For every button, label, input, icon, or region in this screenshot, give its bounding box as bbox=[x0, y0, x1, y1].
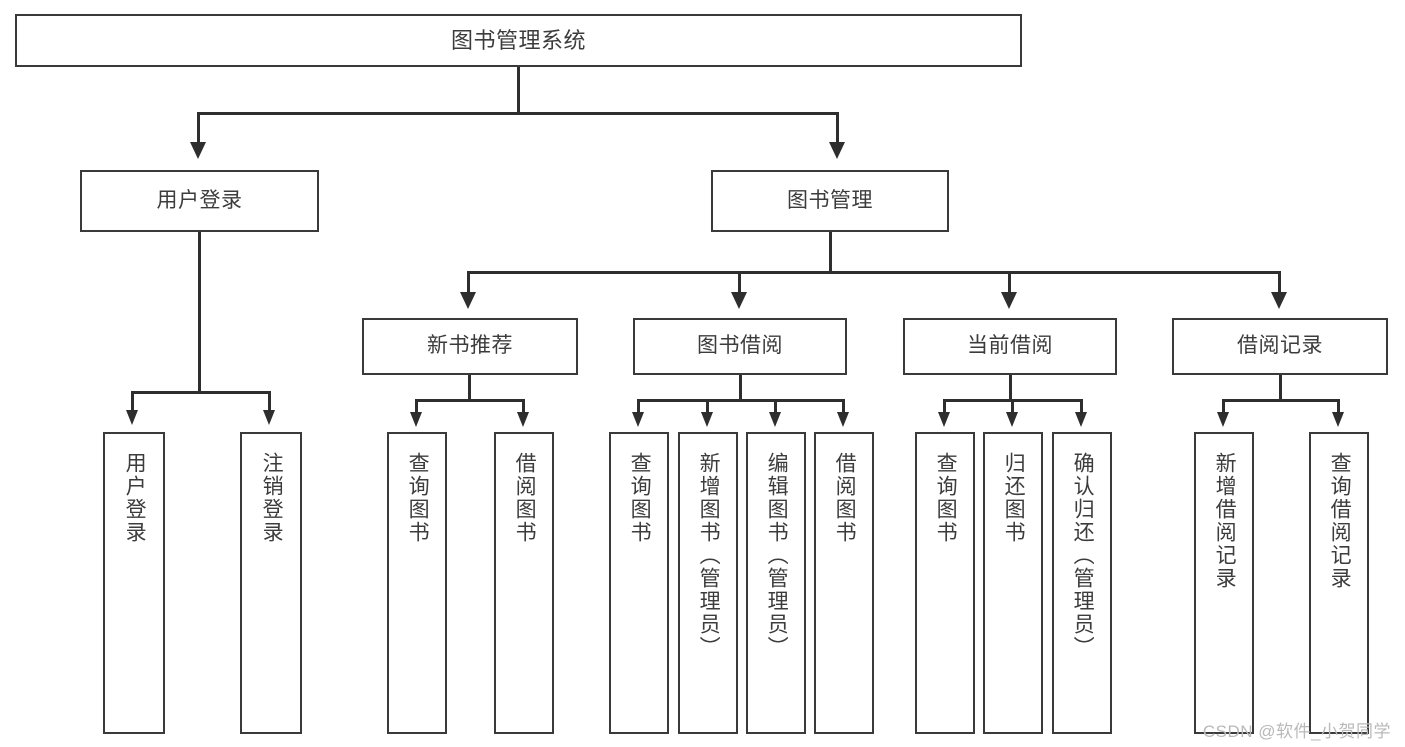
connector-new-book-stem bbox=[468, 375, 471, 401]
connector-book-borrow-stem bbox=[739, 375, 742, 401]
arrowhead-leaf-user-login bbox=[126, 410, 138, 425]
node-label: 查询图书 bbox=[628, 452, 652, 544]
leaf-borrow-book-recommend[interactable]: 借阅图书 bbox=[494, 432, 554, 734]
leaf-add-borrow-record[interactable]: 新增借阅记录 bbox=[1194, 432, 1254, 734]
connector-drop-current-borrow bbox=[1008, 271, 1011, 295]
node-label: 注销登录 bbox=[260, 452, 284, 544]
connector-book-manage-stem bbox=[829, 232, 832, 273]
arrowhead-return-book bbox=[1006, 412, 1018, 427]
arrowhead-borrow-book-2 bbox=[837, 412, 849, 427]
leaf-confirm-return-admin[interactable]: 确认归还（管理员） bbox=[1052, 432, 1112, 734]
connector-drop-query-record bbox=[1337, 399, 1340, 415]
connector-drop-leaf-user-login bbox=[131, 391, 134, 413]
node-book-management[interactable]: 图书管理 bbox=[711, 170, 949, 232]
leaf-edit-book-admin[interactable]: 编辑图书（管理员） bbox=[746, 432, 806, 734]
node-label: 借阅图书 bbox=[513, 452, 537, 544]
node-label: 新增借阅记录 bbox=[1213, 452, 1237, 590]
node-label: 图书借阅 bbox=[697, 334, 783, 358]
arrowhead-leaf-logout bbox=[263, 410, 275, 425]
node-label: 查询图书 bbox=[406, 452, 430, 544]
leaf-query-borrow-record[interactable]: 查询借阅记录 bbox=[1309, 432, 1369, 734]
arrowhead-edit-book bbox=[769, 412, 781, 427]
node-label: 查询图书 bbox=[934, 452, 958, 544]
connector-drop-query-book-3 bbox=[943, 399, 946, 415]
leaf-query-book-borrow[interactable]: 查询图书 bbox=[609, 432, 669, 734]
arrowhead-add-book bbox=[701, 412, 713, 427]
connector-drop-book-manage bbox=[836, 112, 839, 145]
arrowhead-query-book-1 bbox=[410, 412, 422, 427]
leaf-user-login[interactable]: 用户登录 bbox=[103, 432, 165, 734]
arrowhead-query-record bbox=[1332, 412, 1344, 427]
connector-user-login-bus bbox=[131, 391, 271, 394]
connector-drop-add-book bbox=[706, 399, 709, 415]
connector-level3-bus bbox=[467, 271, 1281, 274]
connector-new-book-bus bbox=[415, 399, 525, 402]
arrowhead-borrow-book-1 bbox=[517, 412, 529, 427]
arrowhead-borrow-records bbox=[1271, 292, 1287, 309]
arrowhead-book-manage bbox=[829, 142, 845, 159]
node-label: 编辑图书（管理员） bbox=[765, 452, 789, 659]
connector-drop-confirm-return bbox=[1080, 399, 1083, 415]
connector-drop-query-book-1 bbox=[415, 399, 418, 415]
connector-drop-leaf-logout bbox=[268, 391, 271, 413]
arrowhead-query-book-2 bbox=[632, 412, 644, 427]
node-label: 用户登录 bbox=[156, 188, 243, 212]
connector-drop-edit-book bbox=[774, 399, 777, 415]
node-root-system[interactable]: 图书管理系统 bbox=[15, 14, 1022, 67]
node-label: 归还图书 bbox=[1002, 452, 1026, 544]
connector-borrow-records-stem bbox=[1279, 375, 1282, 401]
connector-book-borrow-bus bbox=[637, 399, 845, 402]
node-user-login[interactable]: 用户登录 bbox=[80, 170, 319, 232]
node-label: 当前借阅 bbox=[967, 334, 1053, 358]
node-label: 新增图书（管理员） bbox=[697, 452, 721, 659]
leaf-borrow-book[interactable]: 借阅图书 bbox=[814, 432, 874, 734]
node-label: 确认归还（管理员） bbox=[1071, 452, 1095, 659]
node-label: 借阅图书 bbox=[833, 452, 857, 544]
node-label: 借阅记录 bbox=[1237, 334, 1323, 358]
leaf-add-book-admin[interactable]: 新增图书（管理员） bbox=[678, 432, 738, 734]
arrowhead-new-book bbox=[460, 292, 476, 309]
arrowhead-confirm-return bbox=[1075, 412, 1087, 427]
leaf-return-book[interactable]: 归还图书 bbox=[983, 432, 1043, 734]
connector-drop-return-book bbox=[1011, 399, 1014, 415]
node-new-book-recommend[interactable]: 新书推荐 bbox=[362, 318, 578, 375]
node-label: 图书管理系统 bbox=[450, 27, 586, 53]
connector-drop-user-login bbox=[197, 112, 200, 145]
arrowhead-query-book-3 bbox=[938, 412, 950, 427]
node-current-borrow[interactable]: 当前借阅 bbox=[903, 318, 1117, 375]
connector-drop-query-book-2 bbox=[637, 399, 640, 415]
leaf-query-book-current[interactable]: 查询图书 bbox=[915, 432, 975, 734]
node-label: 用户登录 bbox=[123, 452, 147, 544]
connector-current-borrow-stem bbox=[1009, 375, 1012, 401]
watermark-text: CSDN @软件_小贺同学 bbox=[1202, 722, 1391, 741]
connector-root-stem bbox=[517, 67, 520, 112]
arrowhead-user-login bbox=[190, 142, 206, 159]
connector-drop-borrow-book-2 bbox=[842, 399, 845, 415]
node-book-borrow[interactable]: 图书借阅 bbox=[633, 318, 847, 375]
connector-drop-book-borrow bbox=[738, 271, 741, 295]
connector-user-login-stem bbox=[198, 232, 201, 393]
node-label: 新书推荐 bbox=[427, 334, 513, 358]
arrowhead-book-borrow bbox=[731, 292, 747, 309]
connector-drop-add-record bbox=[1222, 399, 1225, 415]
connector-drop-new-book bbox=[467, 271, 470, 295]
connector-drop-borrow-book-1 bbox=[522, 399, 525, 415]
arrowhead-add-record bbox=[1217, 412, 1229, 427]
connector-drop-borrow-records bbox=[1278, 271, 1281, 295]
node-label: 查询借阅记录 bbox=[1328, 452, 1352, 590]
leaf-logout[interactable]: 注销登录 bbox=[240, 432, 302, 734]
connector-borrow-records-bus bbox=[1222, 399, 1340, 402]
node-label: 图书管理 bbox=[787, 188, 873, 212]
arrowhead-current-borrow bbox=[1001, 292, 1017, 309]
connector-root-bus bbox=[197, 112, 839, 115]
node-borrow-records[interactable]: 借阅记录 bbox=[1172, 318, 1388, 375]
leaf-query-book-recommend[interactable]: 查询图书 bbox=[387, 432, 447, 734]
